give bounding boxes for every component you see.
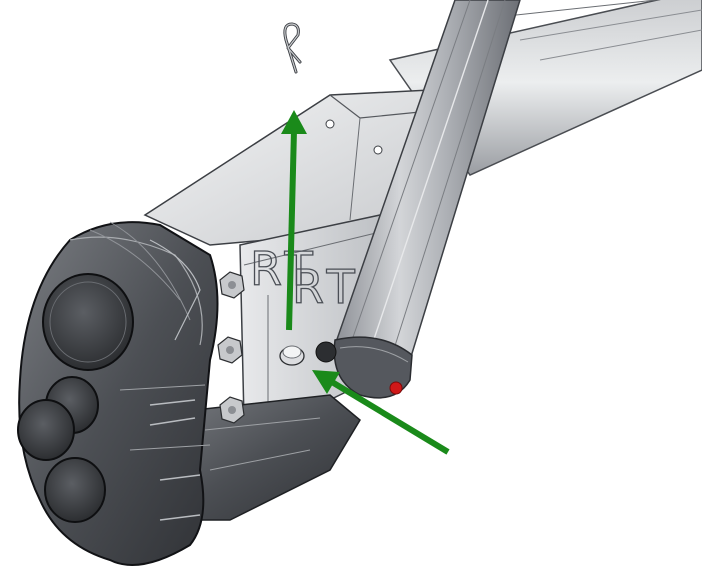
- nut-bottom: [219, 396, 245, 424]
- insertion-arrow-icon: [312, 370, 450, 455]
- removal-arrow-icon: [281, 110, 307, 331]
- engraving-top: RT: [250, 242, 319, 296]
- red-knob: [389, 381, 403, 395]
- engraving-front: RT: [292, 260, 361, 314]
- nut-top: [219, 271, 245, 299]
- hairpin-clip-icon: [283, 22, 302, 74]
- lower-housing: [159, 394, 361, 521]
- diagonal-tube: [315, 0, 521, 399]
- round-pad-lower: [44, 457, 106, 523]
- nut-middle: [217, 336, 243, 364]
- foot-pad-assembly: [17, 221, 219, 566]
- locking-pin: [279, 345, 305, 366]
- bolt-nuts: [217, 271, 245, 424]
- round-pad-middle: [17, 399, 75, 461]
- round-pad-large: [42, 273, 134, 371]
